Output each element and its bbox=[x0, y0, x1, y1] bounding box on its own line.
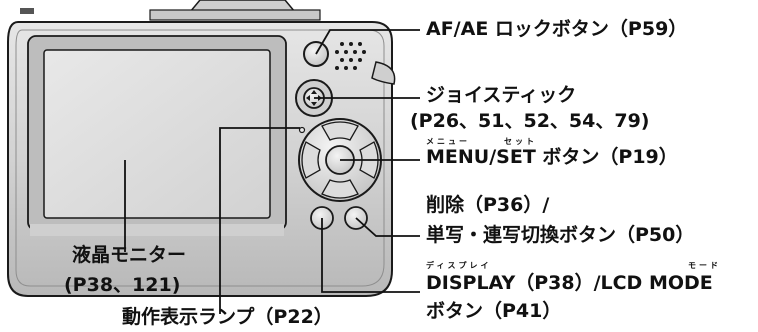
ruby-menu: メニュー bbox=[426, 137, 470, 146]
ruby-display: ディスプレイ bbox=[426, 261, 492, 270]
label-display: DISPLAY（P38）/LCD MODE bbox=[426, 272, 713, 294]
label-menu-set: MENU/SET ボタン（P19） bbox=[426, 146, 678, 168]
cursor-pad-segments bbox=[301, 121, 379, 199]
ruby-mode: モード bbox=[688, 261, 721, 270]
label-display-pages: ボタン（P41） bbox=[426, 300, 562, 322]
leader-delete bbox=[355, 217, 420, 237]
leader-lamp bbox=[219, 127, 300, 314]
label-lcd-pages: (P38、121) bbox=[64, 274, 181, 296]
leader-afae bbox=[315, 29, 420, 55]
label-burst: 単写・連写切換ボタン（P50） bbox=[426, 224, 695, 246]
label-afae-lock: AF/AE ロックボタン（P59） bbox=[426, 18, 688, 40]
leader-display bbox=[321, 218, 420, 293]
lcd-screen bbox=[43, 49, 271, 219]
status-lamp bbox=[298, 126, 306, 134]
body-inner-edge bbox=[15, 29, 385, 287]
label-joystick-pages: (P26、51、52、54、79) bbox=[410, 110, 650, 132]
top-plate bbox=[149, 9, 321, 21]
label-delete: 削除（P36）/ bbox=[426, 194, 550, 216]
label-lcd-monitor: 液晶モニター bbox=[72, 244, 187, 266]
strap-lug bbox=[371, 61, 396, 85]
label-status-lamp: 動作表示ランプ（P22） bbox=[122, 306, 333, 328]
leader-lines bbox=[124, 29, 420, 314]
top-bump-left bbox=[20, 8, 34, 14]
speaker-grille bbox=[335, 42, 366, 70]
lcd-lower-bezel bbox=[30, 224, 284, 236]
label-joystick: ジョイスティック bbox=[426, 84, 577, 106]
ruby-set: セット bbox=[504, 137, 537, 146]
